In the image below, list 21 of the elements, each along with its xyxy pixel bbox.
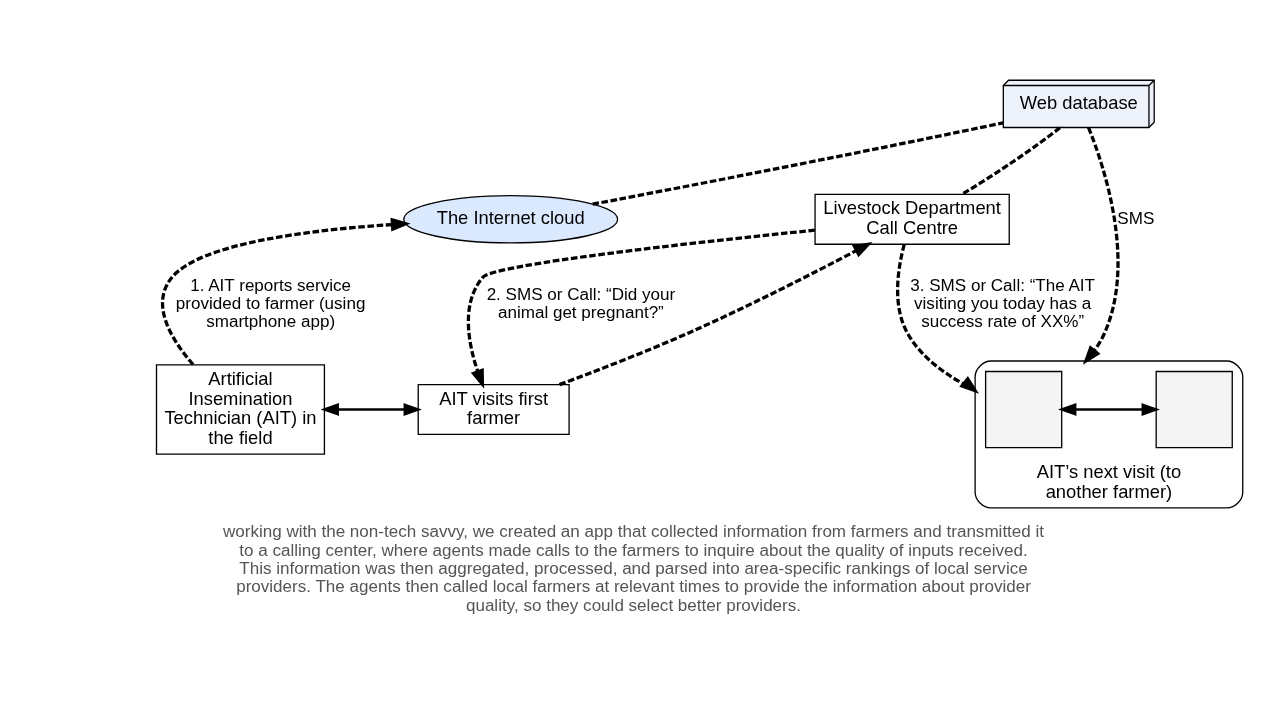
node-ellipse: The Internet cloud [403,195,619,244]
edge-label: SMS [1117,208,1155,228]
edge-label: 1. AIT reports service provided to farmer (using smartphone app) [175,275,366,332]
cluster: AIT’s next visit (to another farmer) [974,360,1244,509]
arrow [161,217,411,366]
arrow [896,244,979,394]
node-box [984,370,1063,449]
node-box: Artificial Insemination Technician (AIT) in the field [155,364,326,455]
connector [592,121,1004,206]
arrow [558,242,873,387]
arrow [466,228,815,389]
caption: working with the non-tech savvy, we created an app that collected information from farmers and transmitted it to a calling center, where agents made calls to the farmers to inquire about the quality of inputs received. This information was then aggregated, processed, and parsed into area-specific rankings of local service providers. The agents then called local farmers at relevant times to provide the information about provider quality, so they could select better providers. [222,522,1045,615]
arrow [320,403,422,416]
arrow [1082,126,1120,365]
edge-label: 3. SMS or Call: “The AIT visiting you today has a success rate of XX%” [910,275,1096,332]
node-box [1155,370,1233,449]
node-box: AIT visits first farmer [417,383,570,436]
edge-label: 2. SMS or Call: “Did your animal get pregnant?” [486,284,676,323]
node-box: Livestock Department Call Centre [814,193,1010,245]
arrow [1058,403,1160,416]
connector [961,126,1061,196]
